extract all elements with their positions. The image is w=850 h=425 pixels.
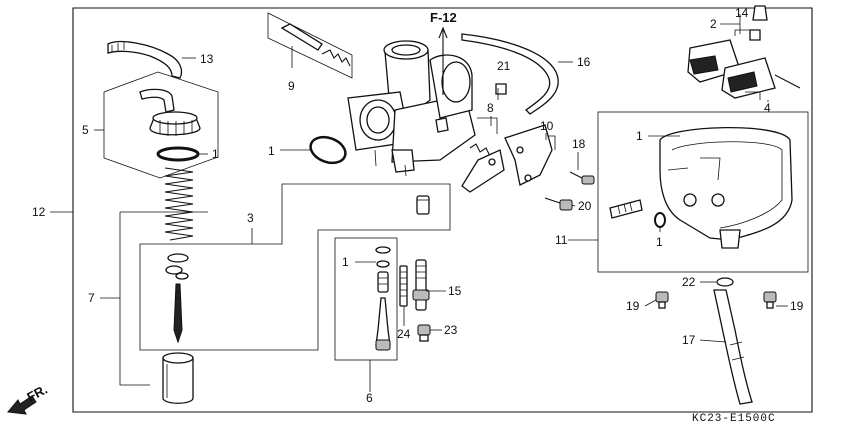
callout-1-cap: 1 [212, 147, 219, 161]
callout-10: 10 [540, 119, 554, 133]
group-frame-3 [139, 183, 451, 351]
callout-13: 13 [200, 52, 214, 66]
screw-19-right [763, 291, 777, 309]
group-frame-11 [597, 111, 809, 273]
callout-7: 7 [88, 291, 95, 305]
vent-tube-13 [107, 41, 183, 79]
hose-clamp-22 [716, 277, 734, 287]
drawing-code: KC23-E1500C [692, 413, 776, 425]
o-ring-cap [156, 146, 200, 162]
callout-24: 24 [397, 327, 411, 341]
assembly-frame-12 [72, 7, 813, 413]
callout-18: 18 [572, 137, 586, 151]
throttle-valve-slide [162, 352, 194, 404]
callout-1-chamber: 1 [636, 129, 643, 143]
callout-17: 17 [682, 333, 696, 347]
callout-6: 6 [366, 391, 373, 405]
o-ring-body [309, 135, 347, 165]
callout-5: 5 [82, 123, 89, 137]
group-frame-8 [477, 117, 498, 134]
callout-11: 11 [555, 233, 568, 247]
main-jet-24 [399, 265, 408, 307]
needle-retainer [165, 253, 189, 344]
callout-1-body: 1 [268, 144, 275, 158]
callout-4: 4 [764, 101, 771, 115]
callout-20: 20 [578, 199, 592, 213]
callout-14: 14 [735, 6, 749, 20]
o-ring-chamber [654, 212, 666, 228]
drain-tube-17 [713, 289, 753, 405]
fuel-hose-16 [461, 33, 559, 115]
float-chamber-11 [659, 126, 793, 249]
air-screw-14 [734, 5, 768, 41]
carburetor-body [347, 40, 476, 177]
drain-screw-11 [609, 199, 643, 219]
callout-21: 21 [497, 59, 511, 73]
callout-15: 15 [448, 284, 462, 298]
callout-1-oring: 1 [656, 235, 663, 249]
screw-19-left [655, 291, 669, 309]
jet-23 [417, 324, 431, 342]
group-frame-7 [119, 211, 208, 386]
leader-lines [50, 14, 788, 392]
callout-2: 2 [710, 17, 717, 31]
callout-3: 3 [247, 211, 254, 225]
ref-label-f12: F-12 [430, 10, 457, 25]
carb-top-cap-5 [139, 88, 201, 136]
ref-arrow-f12 [438, 26, 448, 95]
jet-set-6 [375, 246, 391, 351]
callout-22: 22 [682, 275, 696, 289]
throttle-spring [164, 167, 194, 241]
callout-8: 8 [487, 101, 494, 115]
callout-19-left: 19 [626, 299, 640, 313]
group-frame-9 [267, 12, 353, 79]
choke-lever-8 [461, 143, 505, 193]
callout-1-jets: 1 [342, 255, 349, 269]
callout-23: 23 [444, 323, 458, 337]
choke-bracket-10 [504, 124, 553, 186]
screw-20 [544, 197, 573, 211]
needle-jet-15 [412, 259, 430, 311]
front-direction-arrow [7, 395, 37, 415]
callout-19-right: 19 [790, 299, 804, 313]
pilot-jet-plug [416, 195, 430, 215]
callout-9: 9 [288, 79, 295, 93]
float-4 [687, 39, 801, 100]
group-frame-6 [334, 237, 398, 361]
screw-18 [569, 171, 595, 185]
group-frame-5 [103, 71, 219, 179]
callout-12: 12 [32, 205, 46, 219]
callout-16: 16 [577, 55, 591, 69]
clip-21 [495, 83, 507, 95]
throttle-stop-screw-9 [280, 23, 351, 67]
